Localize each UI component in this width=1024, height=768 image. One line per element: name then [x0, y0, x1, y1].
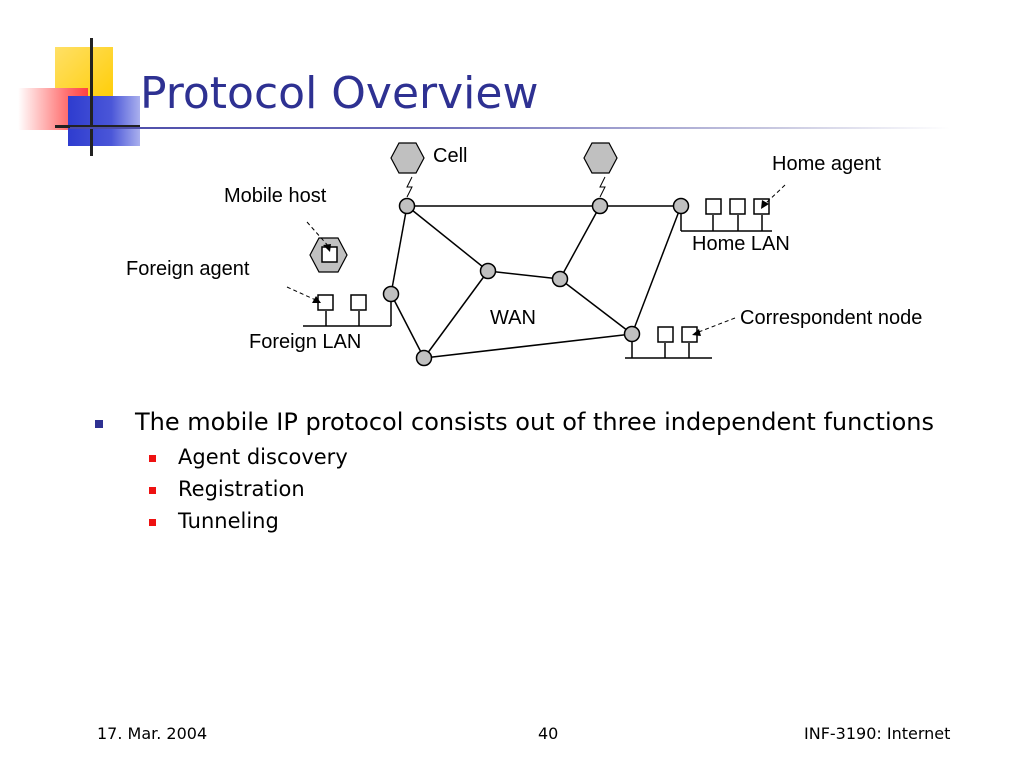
link	[559, 278, 633, 335]
sub-bullet-text: Tunneling	[178, 509, 279, 533]
decor-vertical-line	[90, 38, 93, 156]
decor-horizontal-line	[55, 125, 140, 128]
sub-bullet: Registration	[95, 477, 934, 501]
footer-page-number: 40	[538, 724, 559, 743]
correspondent-host-icon	[657, 326, 674, 343]
link	[390, 205, 408, 295]
foreign-agent-pointer	[286, 286, 319, 302]
arrowhead-icon	[312, 296, 321, 303]
sub-bullet-text: Agent discovery	[178, 445, 348, 469]
wireless-link-icon	[406, 176, 413, 198]
link	[406, 205, 489, 272]
mobile-host-pointer	[306, 221, 331, 249]
sub-bullet-text: Registration	[178, 477, 305, 501]
cell-hexagon-icon	[390, 142, 425, 174]
link	[423, 270, 489, 359]
label-foreign-agent: Foreign agent	[126, 258, 250, 280]
router-node	[382, 285, 400, 303]
label-wan: WAN	[490, 307, 536, 329]
router-node	[672, 197, 690, 215]
arrowhead-icon	[323, 244, 331, 252]
wireless-link-icon	[599, 176, 606, 198]
title-underline	[70, 127, 950, 129]
footer-course: INF-3190: Internet	[804, 724, 951, 743]
footer-date: 17. Mar. 2004	[97, 724, 208, 743]
bullet-main: The mobile IP protocol consists out of t…	[95, 408, 934, 436]
label-cell: Cell	[433, 145, 468, 167]
label-home-agent: Home agent	[772, 153, 881, 175]
home-lan-host-icon	[729, 198, 746, 215]
sub-bullet-square-icon	[149, 519, 156, 526]
router-node	[479, 262, 497, 280]
correspondent-pointer	[695, 317, 736, 334]
sub-bullet-square-icon	[149, 487, 156, 494]
label-foreign-lan: Foreign LAN	[249, 331, 362, 353]
page-title: Protocol Overview	[140, 68, 539, 119]
sub-bullet-square-icon	[149, 455, 156, 462]
home-lan-host-icon	[705, 198, 722, 215]
link	[487, 270, 561, 280]
router-node	[415, 349, 433, 367]
network-diagram	[286, 142, 786, 367]
bullet-square-icon	[95, 420, 103, 428]
bullet-list: The mobile IP protocol consists out of t…	[95, 408, 934, 541]
cell-hexagon-icon	[583, 142, 618, 174]
sub-bullet: Agent discovery	[95, 445, 934, 469]
link	[631, 205, 682, 335]
foreign-lan-host-icon	[350, 294, 367, 311]
link	[423, 333, 633, 359]
link	[559, 205, 601, 280]
router-node	[623, 325, 641, 343]
bullet-main-text: The mobile IP protocol consists out of t…	[135, 408, 935, 436]
wan-links	[390, 205, 682, 359]
arrowhead-icon	[761, 200, 769, 209]
arrowhead-icon	[692, 329, 701, 336]
label-correspondent-node: Correspondent node	[740, 307, 923, 329]
label-home-lan: Home LAN	[692, 233, 790, 255]
router-node	[398, 197, 416, 215]
link	[390, 293, 425, 359]
decor-blue-square	[68, 96, 140, 146]
sub-bullet: Tunneling	[95, 509, 934, 533]
router-node	[551, 270, 569, 288]
home-agent-pointer	[763, 184, 786, 206]
label-mobile-host: Mobile host	[224, 185, 327, 207]
router-node	[591, 197, 609, 215]
